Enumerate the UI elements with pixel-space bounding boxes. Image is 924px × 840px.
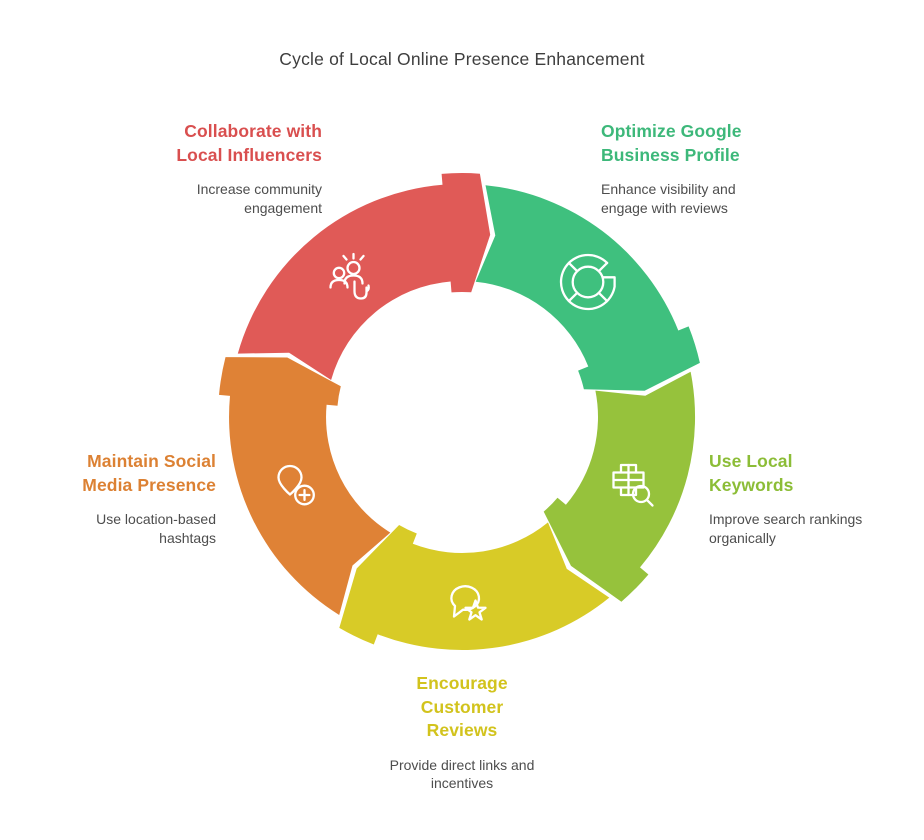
step-description: Enhance visibility and engage with revie… xyxy=(601,181,736,216)
step-heading: Collaborate with Local Influencers xyxy=(72,120,322,167)
heading-line: Collaborate with xyxy=(184,121,322,141)
step-heading: Encourage Customer Reviews xyxy=(332,672,592,743)
step-description: Increase community engagement xyxy=(196,181,322,216)
segment-collaborate-with-local-influencers xyxy=(237,173,491,380)
heading-line: Optimize Google xyxy=(601,121,742,141)
heading-line: Reviews xyxy=(426,720,498,740)
location-pin-plus-icon xyxy=(277,464,315,506)
step-label-optimize-google: Optimize Google Business Profile Enhance… xyxy=(601,120,851,217)
step-description: Use location-based hashtags xyxy=(96,511,216,546)
keyword-search-icon xyxy=(612,463,654,507)
heading-line: Encourage xyxy=(416,673,508,693)
step-heading: Use Local Keywords xyxy=(709,450,919,497)
step-heading: Optimize Google Business Profile xyxy=(601,120,851,167)
heading-line: Local Influencers xyxy=(176,144,322,165)
cycle-segments xyxy=(219,173,700,651)
heading-line: Media Presence xyxy=(82,474,216,495)
heading-line: Use Local xyxy=(709,451,793,471)
review-bubble-star-icon xyxy=(450,585,487,621)
google-g-icon xyxy=(559,253,616,311)
heading-line: Business Profile xyxy=(601,144,740,165)
step-description: Improve search rankings organically xyxy=(709,511,863,546)
influencers-icon xyxy=(329,252,370,300)
step-label-maintain-social-media: Maintain Social Media Presence Use locat… xyxy=(0,450,216,547)
heading-line: Maintain Social xyxy=(87,451,216,471)
heading-line: Keywords xyxy=(709,474,794,495)
page-title: Cycle of Local Online Presence Enhanceme… xyxy=(279,49,645,69)
heading-line: Customer xyxy=(420,696,504,717)
step-heading: Maintain Social Media Presence xyxy=(0,450,216,497)
step-description: Provide direct links and incentives xyxy=(389,756,535,792)
step-label-use-local-keywords: Use Local Keywords Improve search rankin… xyxy=(709,450,919,547)
segment-encourage-customer-reviews xyxy=(339,522,610,651)
step-label-collaborate-influencers: Collaborate with Local Influencers Incre… xyxy=(72,120,322,217)
segment-optimize-google-business-profile xyxy=(475,185,700,391)
step-label-encourage-reviews: Encourage Customer Reviews Provide direc… xyxy=(332,672,592,793)
